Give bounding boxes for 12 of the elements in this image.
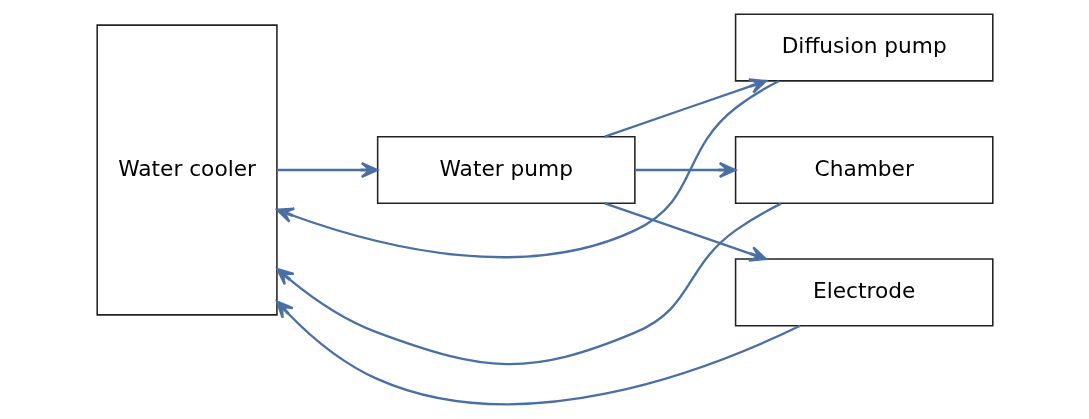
arrow	[603, 202, 767, 262]
arrow	[276, 161, 378, 179]
node-box: Electrode	[734, 258, 994, 327]
arrow	[275, 79, 779, 259]
node-box: Water cooler	[95, 24, 278, 316]
arrow	[603, 78, 767, 138]
node-box: Water pump	[376, 135, 636, 205]
arrow	[634, 161, 736, 179]
node-box: Diffusion pump	[734, 13, 994, 82]
node-box: Chamber	[734, 135, 994, 205]
arrow	[275, 202, 781, 366]
arrow	[275, 300, 801, 406]
